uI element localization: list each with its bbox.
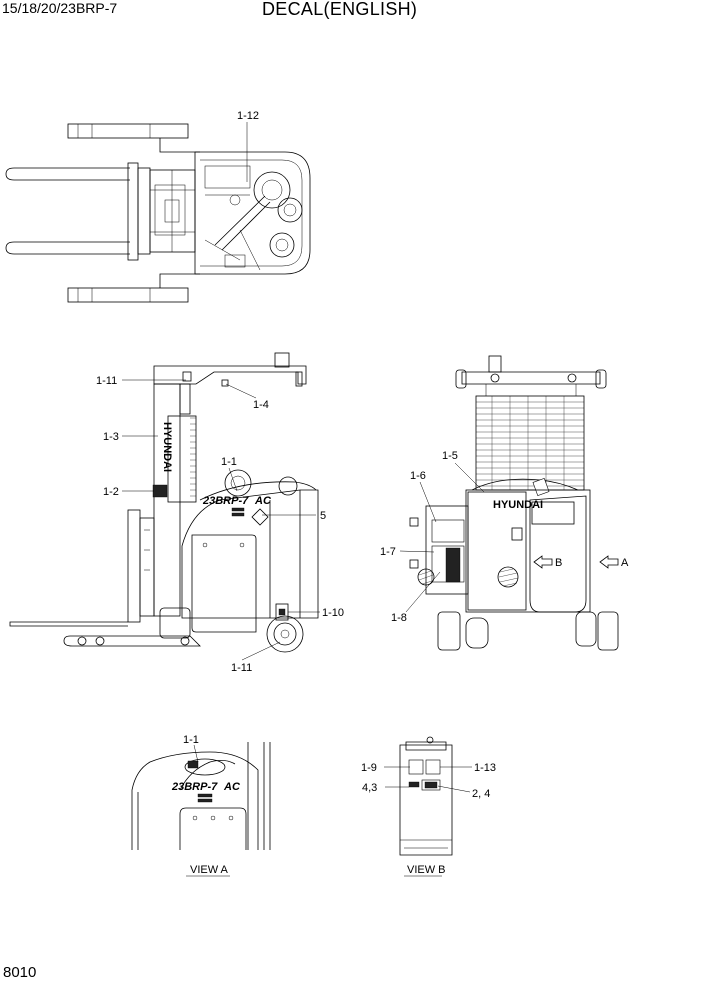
callout-view-b-2-4: 2, 4 bbox=[472, 788, 490, 800]
callout-side-1-11-upper: 1-11 bbox=[96, 375, 117, 387]
callout-rear-a: A bbox=[621, 557, 629, 569]
callout-side-5: 5 bbox=[320, 510, 326, 522]
hyundai-mast-decal: HYUNDAI bbox=[161, 422, 173, 472]
callout-side-1-1: 1-1 bbox=[221, 456, 237, 468]
view-a-label: VIEW A bbox=[190, 864, 229, 876]
callout-top-1-12: 1-12 bbox=[237, 110, 259, 122]
top-view bbox=[5, 122, 311, 303]
view-a: 23BRP-7 AC bbox=[131, 742, 271, 877]
callout-side-1-2: 1-2 bbox=[103, 486, 119, 498]
callout-rear-b: B bbox=[555, 557, 562, 569]
callout-rear-1-5: 1-5 bbox=[442, 450, 458, 462]
rear-view: HYUNDAI bbox=[399, 355, 619, 651]
callout-side-1-10: 1-10 bbox=[322, 607, 344, 619]
callout-side-1-3: 1-3 bbox=[103, 431, 119, 443]
callout-side-1-11-lower: 1-11 bbox=[231, 662, 252, 674]
model-badge: 23BRP-7 bbox=[202, 495, 249, 507]
model-code: 15/18/20/23BRP-7 bbox=[2, 0, 118, 16]
view-b-label: VIEW B bbox=[407, 864, 446, 876]
page-title: DECAL(ENGLISH) bbox=[262, 0, 418, 19]
view-a-model-badge: 23BRP-7 bbox=[171, 781, 218, 793]
callout-side-1-4: 1-4 bbox=[253, 399, 269, 411]
callout-view-b-1-13: 1-13 bbox=[474, 762, 496, 774]
side-view: HYUNDAI 23BRP-7 AC bbox=[9, 352, 320, 661]
callout-rear-1-6: 1-6 bbox=[410, 470, 426, 482]
page-number: 8010 bbox=[3, 964, 37, 981]
callout-rear-1-7: 1-7 bbox=[380, 546, 396, 558]
callout-rear-1-8: 1-8 bbox=[391, 612, 407, 624]
callout-view-b-4-3: 4,3 bbox=[362, 782, 377, 794]
view-b bbox=[384, 736, 472, 877]
model-badge-suffix: AC bbox=[254, 495, 272, 507]
callout-view-b-1-9: 1-9 bbox=[361, 762, 377, 774]
callout-view-a-1-1: 1-1 bbox=[183, 734, 199, 746]
view-a-model-badge-suffix: AC bbox=[223, 781, 241, 793]
callout-labels: 1-12 1-11 1-4 1-3 1-1 1-2 5 1-10 1-11 1-… bbox=[96, 110, 629, 876]
hyundai-rear-decal: HYUNDAI bbox=[493, 499, 543, 511]
